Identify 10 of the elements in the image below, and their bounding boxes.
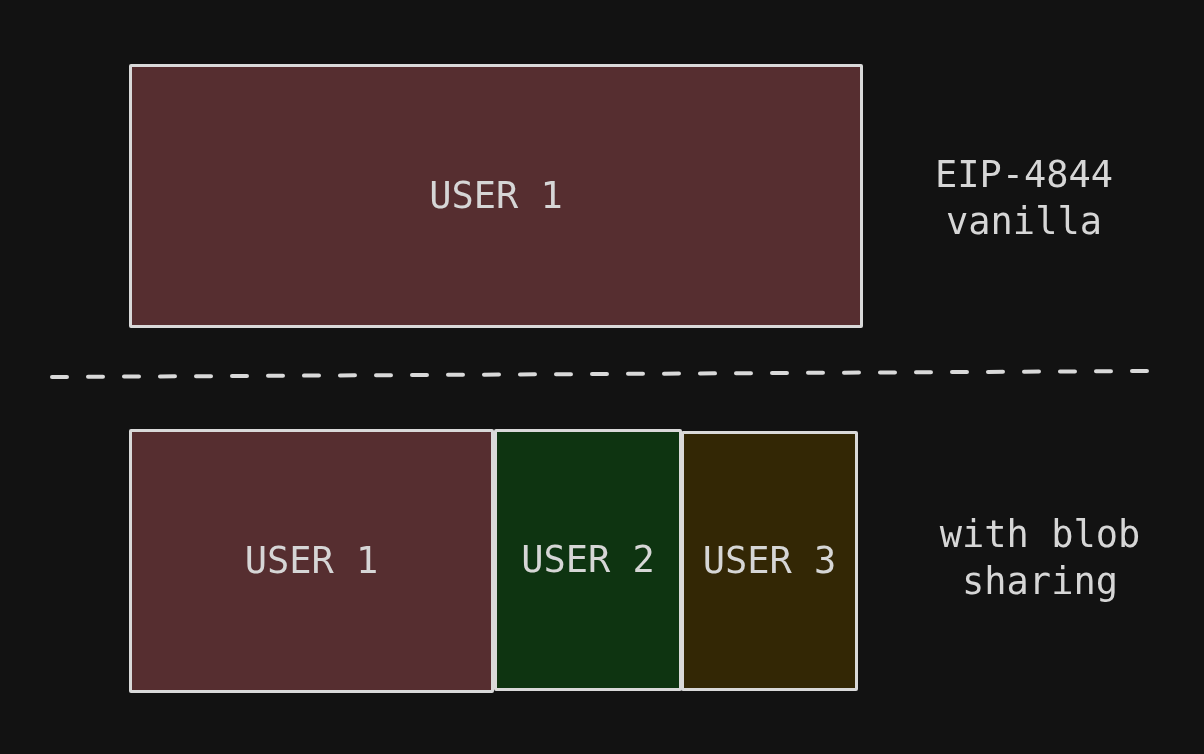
user-block [681, 431, 858, 691]
user-block [129, 429, 494, 693]
block-label: USER 2 [521, 537, 655, 583]
block-label: USER 1 [244, 538, 379, 584]
row-label: EIP-4844 vanilla [933, 152, 1115, 245]
block-label: USER 1 [429, 173, 563, 219]
user-block [494, 429, 682, 691]
user-block [129, 64, 863, 328]
block-label: USER 3 [702, 538, 837, 584]
row-label: with blob sharing [938, 512, 1142, 605]
